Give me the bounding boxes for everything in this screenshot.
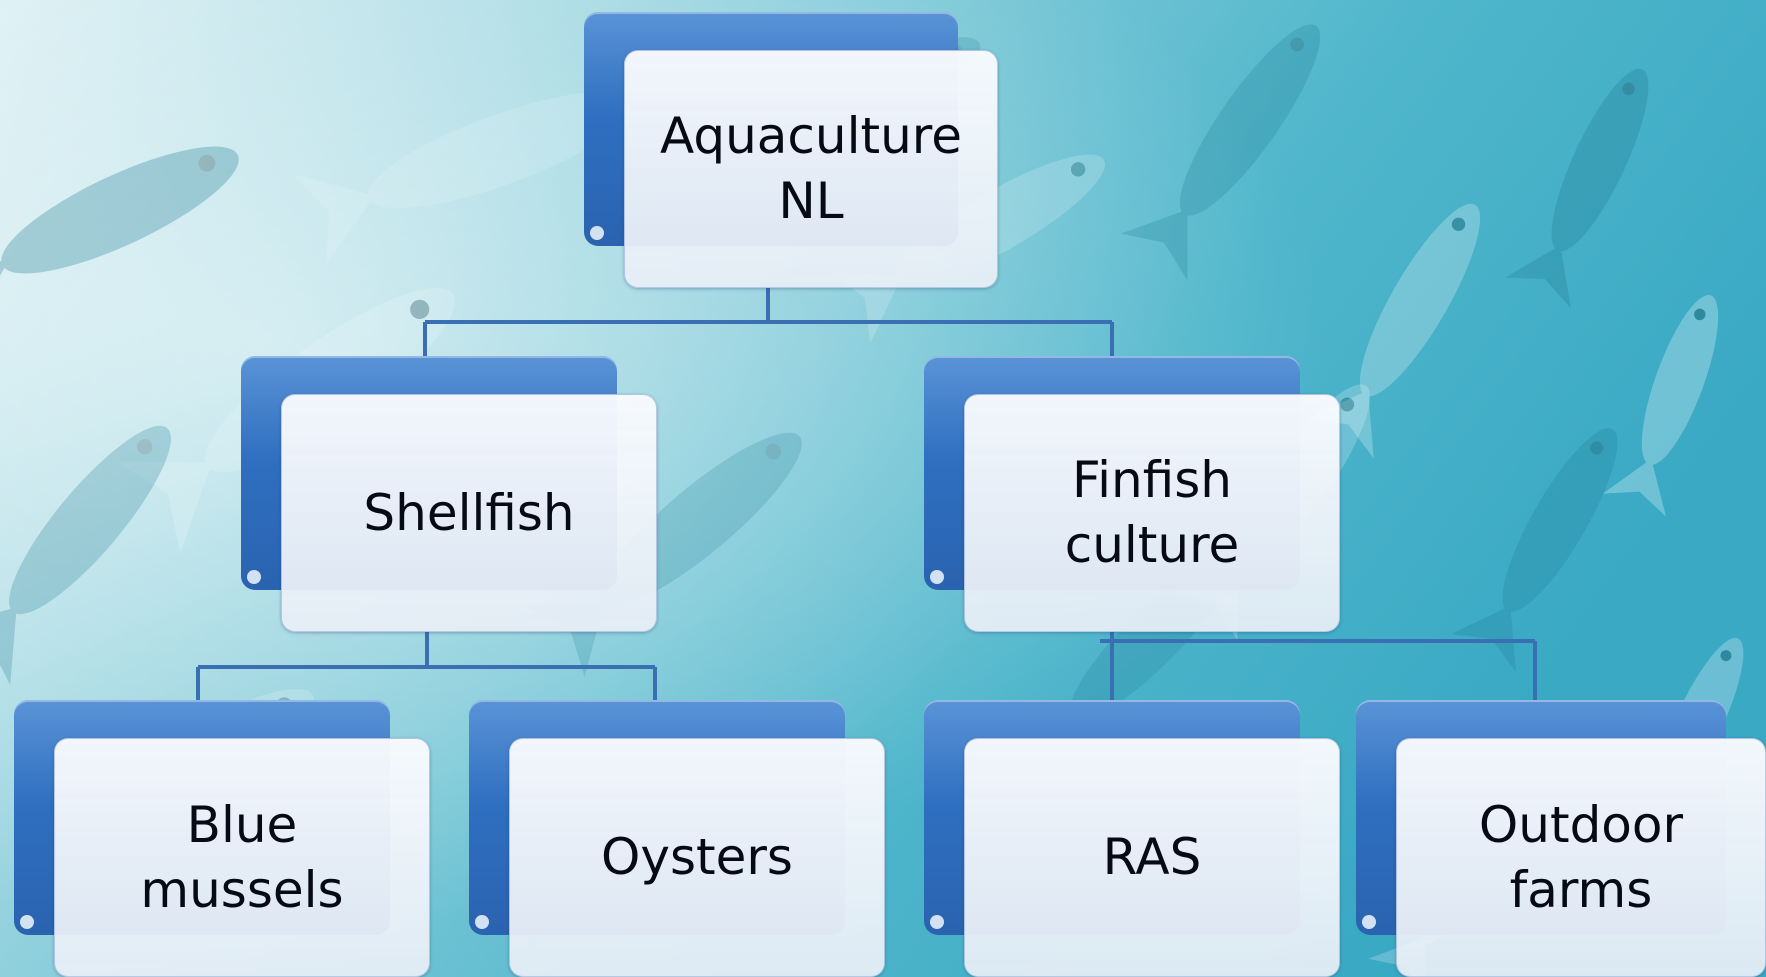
node-aquaculture-nl: Aquaculture NL	[584, 12, 998, 288]
fish-shape	[1120, 24, 1321, 281]
node-card: Outdoor farms	[1396, 738, 1766, 977]
fish-shape	[1504, 68, 1649, 309]
node-oysters: Oysters	[469, 700, 885, 977]
node-label: Blue mussels	[140, 795, 344, 919]
node-outdoor-farms: Outdoor farms	[1356, 700, 1766, 977]
node-blue-mussels: Blue mussels	[14, 700, 430, 977]
node-finfish-culture: Finfish culture	[924, 356, 1340, 632]
node-label: RAS	[1102, 828, 1202, 886]
node-label: Shellfish	[363, 483, 575, 542]
node-label: Finfish culture	[1064, 451, 1240, 574]
fish-shape	[1305, 203, 1481, 459]
node-ras: RAS	[924, 700, 1340, 977]
node-card: Finfish culture	[964, 394, 1340, 632]
node-card: Aquaculture NL	[624, 50, 998, 288]
fish-shape	[0, 146, 239, 336]
node-shellfish: Shellfish	[241, 356, 657, 632]
node-label: Aquaculture NL	[660, 107, 962, 230]
fish-shape	[1602, 295, 1719, 517]
node-card: RAS	[964, 738, 1340, 977]
node-label: Outdoor farms	[1478, 795, 1684, 919]
node-card: Oysters	[509, 738, 885, 977]
fish-shape	[1450, 428, 1618, 672]
fish-shape	[0, 425, 171, 685]
node-card: Shellfish	[281, 394, 657, 632]
node-card: Blue mussels	[54, 738, 430, 977]
node-label: Oysters	[601, 828, 793, 886]
